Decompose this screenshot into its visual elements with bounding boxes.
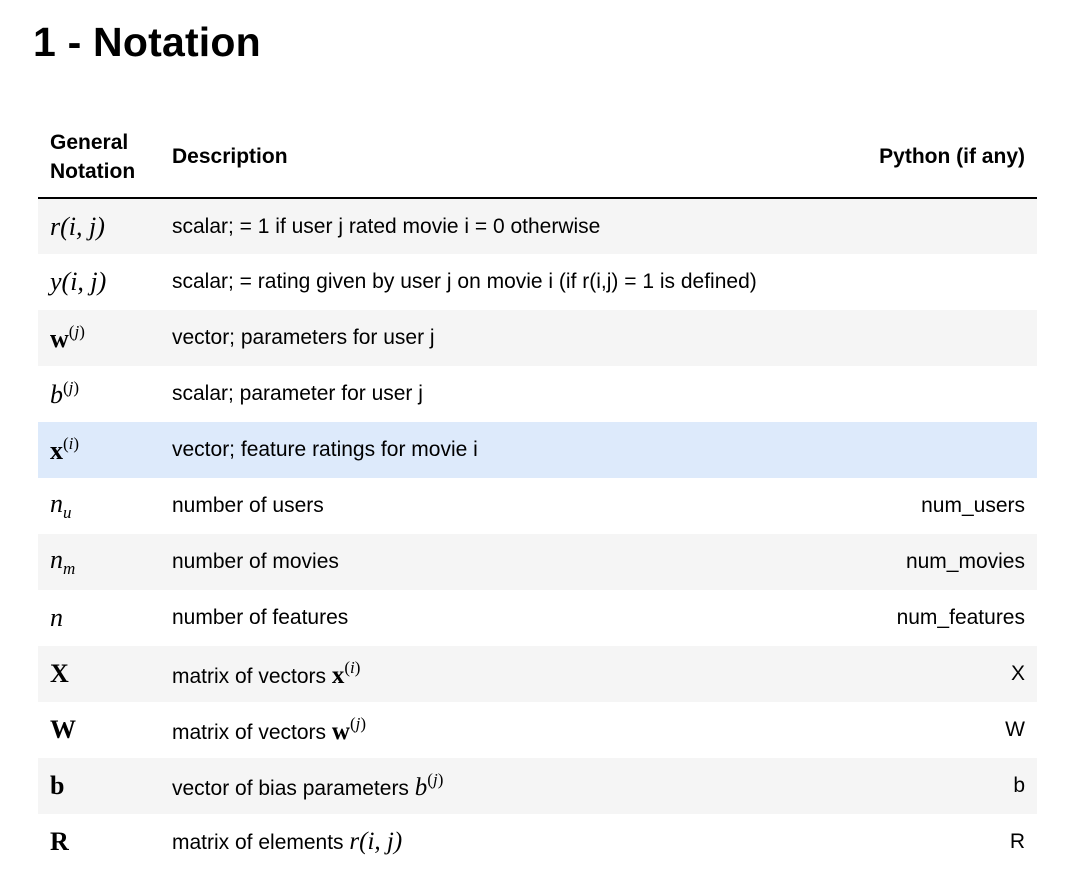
table-row: R matrix of elements r(i, j) R [38, 814, 1037, 870]
table-row: r(i, j) scalar; = 1 if user j rated movi… [38, 198, 1037, 254]
header-general-notation: General Notation [38, 116, 160, 199]
python-cell: R [845, 814, 1037, 870]
notation-table: General Notation Description Python (if … [38, 116, 1037, 870]
notation-math: b [50, 380, 63, 409]
table-row-highlighted: x(i) vector; feature ratings for movie i [38, 422, 1037, 478]
notation-cell: x(i) [38, 422, 160, 478]
description-cell: number of movies [160, 534, 846, 590]
notation-math: n [50, 545, 63, 574]
table-row: n number of features num_features [38, 590, 1037, 646]
notation-math: n [50, 603, 63, 632]
description-cell: vector; feature ratings for movie i [160, 422, 846, 478]
notation-math: W [50, 715, 76, 744]
notation-cell: b(j) [38, 366, 160, 422]
page-title: 1 - Notation [33, 19, 261, 65]
description-cell: number of users [160, 478, 846, 534]
python-cell [845, 422, 1037, 478]
python-cell [845, 198, 1037, 254]
notation-cell: b [38, 758, 160, 814]
description-cell: matrix of vectors w(j) [160, 702, 846, 758]
description-cell: scalar; parameter for user j [160, 366, 846, 422]
table-row: b vector of bias parameters b(j) b [38, 758, 1037, 814]
table-row: y(i, j) scalar; = rating given by user j… [38, 254, 1037, 310]
table-row: W matrix of vectors w(j) W [38, 702, 1037, 758]
description-cell: scalar; = 1 if user j rated movie i = 0 … [160, 198, 846, 254]
description-cell: vector; parameters for user j [160, 310, 846, 366]
description-math: b(j) [414, 770, 444, 801]
python-cell: num_features [845, 590, 1037, 646]
python-cell: num_movies [845, 534, 1037, 590]
notation-math: X [50, 659, 69, 688]
table-row: w(j) vector; parameters for user j [38, 310, 1037, 366]
description-cell: matrix of vectors x(i) [160, 646, 846, 702]
notation-cell: R [38, 814, 160, 870]
notation-math: r(i, j) [50, 211, 105, 241]
description-math: r(i, j) [349, 828, 403, 855]
notation-math: w [50, 324, 69, 353]
description-cell: number of features [160, 590, 846, 646]
description-cell: matrix of elements r(i, j) [160, 814, 846, 870]
description-cell: vector of bias parameters b(j) [160, 758, 846, 814]
description-text: matrix of vectors [172, 721, 332, 744]
python-cell [845, 366, 1037, 422]
description-math: x(i) [331, 658, 361, 689]
notation-cell: r(i, j) [38, 198, 160, 254]
notation-cell: n [38, 590, 160, 646]
notation-cell: nu [38, 478, 160, 534]
notation-cell: y(i, j) [38, 254, 160, 310]
description-math: w(j) [331, 714, 367, 745]
notation-math: R [50, 827, 69, 856]
table-row: X matrix of vectors x(i) X [38, 646, 1037, 702]
table-header-row: General Notation Description Python (if … [38, 116, 1037, 199]
description-text: matrix of elements [172, 831, 350, 854]
notation-cell: X [38, 646, 160, 702]
python-cell [845, 254, 1037, 310]
table-row: nm number of movies num_movies [38, 534, 1037, 590]
python-cell: b [845, 758, 1037, 814]
python-cell: num_users [845, 478, 1037, 534]
description-text: matrix of vectors [172, 665, 332, 688]
header-python: Python (if any) [845, 116, 1037, 199]
notation-cell: W [38, 702, 160, 758]
python-cell: X [845, 646, 1037, 702]
notation-math: b [50, 771, 65, 800]
notation-cell: nm [38, 534, 160, 590]
notation-math: x [50, 436, 63, 465]
python-cell [845, 310, 1037, 366]
description-text: vector of bias parameters [172, 777, 415, 800]
notation-math: n [50, 489, 63, 518]
header-description: Description [160, 116, 846, 199]
notation-math: y(i, j) [50, 267, 107, 296]
table-row: nu number of users num_users [38, 478, 1037, 534]
notation-cell: w(j) [38, 310, 160, 366]
description-cell: scalar; = rating given by user j on movi… [160, 254, 846, 310]
table-row: b(j) scalar; parameter for user j [38, 366, 1037, 422]
python-cell: W [845, 702, 1037, 758]
